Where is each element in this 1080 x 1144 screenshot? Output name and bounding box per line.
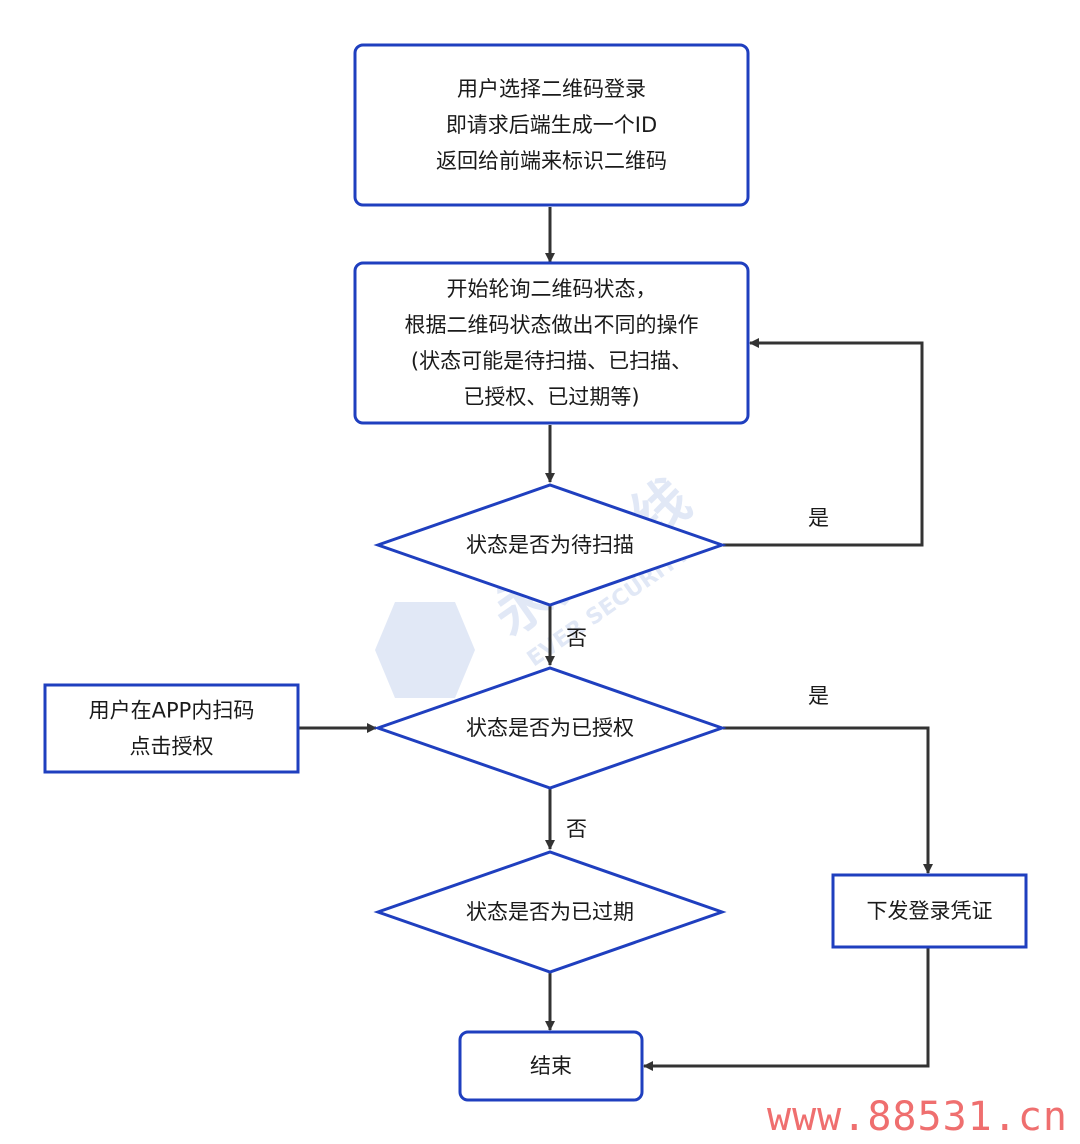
node-check-authorized: 状态是否为已授权 <box>373 666 727 790</box>
process-box <box>353 43 750 207</box>
site-watermark: www.88531.cn <box>763 1094 1072 1140</box>
node-text-line: 点击授权 <box>130 735 214 759</box>
edge-label: 否 <box>566 626 587 650</box>
node-poll-status: 开始轮询二维码状态， 根据二维码状态做出不同的操作 (状态可能是待扫描、已扫描、已授… <box>353 261 750 425</box>
node-text-line: 开始轮询二维码状态， <box>447 277 657 301</box>
node-text-line: 即请求后端生成一个ID <box>446 113 657 137</box>
node-text-line: 已授权、已过期等) <box>463 385 639 409</box>
node-text-line: (状态可能是待扫描、已扫描、 <box>411 349 692 373</box>
node-issue-credential: 下发登录凭证 <box>831 873 1028 949</box>
node-text-line: 返回给前端来标识二维码 <box>436 149 667 173</box>
node-text-line: 用户在APP内扫码 <box>89 699 255 723</box>
node-text-line: 状态是否为待扫描 <box>466 533 634 557</box>
node-end: 结束 <box>458 1030 644 1102</box>
node-check-expired: 状态是否为已过期 <box>373 850 727 974</box>
edge-label: 否 <box>566 817 587 841</box>
node-text-line: 结束 <box>530 1054 572 1078</box>
node-text-line: 状态是否为已过期 <box>466 900 634 924</box>
node-text-line: 用户选择二维码登录 <box>457 77 646 101</box>
decision-diamond <box>373 666 727 790</box>
node-check-pending: 状态是否为待扫描 <box>373 483 727 607</box>
decision-diamond <box>373 483 727 607</box>
node-text-line: 状态是否为已授权 <box>466 716 634 740</box>
process-box <box>458 1030 644 1102</box>
process-box <box>831 873 1028 949</box>
edge-check-pending-to-poll-status <box>723 338 924 547</box>
edge-label: 是 <box>808 506 829 530</box>
edge-check-authorized-to-issue-credential <box>723 726 933 874</box>
shield-logo-icon <box>375 602 475 698</box>
edge-label: 是 <box>808 684 829 708</box>
edge-issue-credential-to-end <box>643 948 930 1071</box>
decision-diamond <box>373 850 727 974</box>
node-text-line: 根据二维码状态做出不同的操作 <box>405 313 699 337</box>
node-text-line: 下发登录凭证 <box>867 899 993 923</box>
process-box <box>43 683 300 774</box>
process-box <box>353 261 750 425</box>
